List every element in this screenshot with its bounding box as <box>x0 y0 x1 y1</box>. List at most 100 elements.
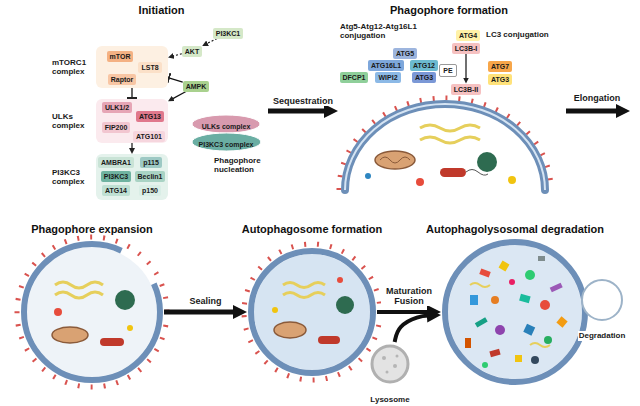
label-holder: Phagophore nucleation <box>214 156 280 174</box>
dot <box>396 355 399 358</box>
protein-name: PI3KC1 <box>213 28 244 39</box>
fragment <box>495 325 505 335</box>
process-label: Degradation <box>578 331 627 341</box>
protein-box: ATG14 <box>102 185 130 196</box>
protein-box: mTOR <box>107 51 134 62</box>
protein-name: AMPK <box>183 81 210 92</box>
fragment <box>470 283 490 287</box>
activation-arrow <box>206 39 217 45</box>
degradation-vesicle: Degradation <box>580 278 624 322</box>
fragment <box>550 283 563 293</box>
protein-box: p115 <box>140 157 162 168</box>
dot <box>508 176 516 184</box>
label-holder: Elongation <box>574 93 621 104</box>
protein-box: ATG3 <box>488 74 512 85</box>
fragment <box>479 268 490 277</box>
protein-name: mTOR <box>107 51 134 62</box>
protein-name: DFCP1 <box>340 72 369 83</box>
dot <box>365 173 371 179</box>
protein-name: Beclin1 <box>135 171 166 182</box>
protein-box: LST8 <box>138 62 161 73</box>
protein-box: AKT <box>182 46 202 57</box>
protein-box: WIPI2 <box>375 72 400 83</box>
fusion-arrow <box>395 315 431 342</box>
er-strand <box>420 137 480 143</box>
stage-panel: InitiationPI3KC1AKTmTORC1 complexmTORLST… <box>55 2 268 220</box>
er-strand <box>420 125 480 131</box>
bacterium <box>100 338 124 346</box>
fragment <box>515 355 522 362</box>
protein-box: FIP200 <box>102 122 131 133</box>
protein-name: AMBRA1 <box>98 157 134 168</box>
protein-name: ULK1/2 <box>102 102 132 113</box>
annotation-label: Phagophore nucleation <box>214 156 280 174</box>
complex-label: PI3KC3 complex <box>52 168 92 186</box>
fragment <box>519 294 530 303</box>
fragment <box>491 296 499 304</box>
dot <box>393 364 397 368</box>
annotation-label: Elongation <box>574 93 621 104</box>
vesicle <box>477 152 497 172</box>
bacterium <box>440 168 466 177</box>
circle-outline <box>445 242 585 382</box>
protein-name: ATG13 <box>136 111 164 122</box>
protein-name: ATG3 <box>488 74 512 85</box>
complex-label: mTORC1 complex <box>52 58 92 76</box>
edge-label-holder: Sealing <box>187 296 223 306</box>
protein-box: ATG16L1 <box>368 60 404 71</box>
edge-label: Maturation Fusion <box>381 286 437 306</box>
fragment <box>509 279 515 285</box>
lc3-spikes <box>17 237 167 387</box>
label-holder: LC3 conjugation <box>486 30 549 39</box>
fragment <box>544 336 552 344</box>
protein-name: ATG12 <box>410 60 438 71</box>
fragment <box>465 338 471 348</box>
outline <box>20 240 164 384</box>
fragment <box>540 300 550 310</box>
protein-box: LC3B-II <box>451 84 482 95</box>
stage-heading: Autophagolysosomal degradation <box>426 223 604 236</box>
circle-outline <box>582 280 622 320</box>
fragment <box>538 256 545 261</box>
fragment <box>531 356 539 364</box>
er-strand <box>283 293 325 298</box>
protein-box: ATG4 <box>456 30 480 41</box>
er-strand <box>55 292 103 298</box>
mitochondrion <box>375 151 415 169</box>
fragment <box>470 295 478 305</box>
protein-name: AKT <box>182 46 202 57</box>
protein-box: ATG12 <box>410 60 438 71</box>
activation-arrow <box>131 143 132 150</box>
er-strand <box>55 282 103 288</box>
conjugation-arrow <box>465 54 466 80</box>
mitochondrion <box>274 322 306 338</box>
protein-box: ATG5 <box>393 48 417 59</box>
mitochondrion <box>52 327 88 343</box>
vesicle-circle: Phagophore expansion <box>20 240 164 384</box>
fragment <box>523 324 535 336</box>
edge-label: Sequestration <box>271 96 335 106</box>
outline <box>441 238 589 386</box>
lc3-spikes <box>339 98 551 190</box>
process-arrow <box>164 310 237 315</box>
process-arrow <box>377 310 431 314</box>
organelle-label: Lysosome <box>369 395 410 405</box>
protein-box: p150 <box>139 185 161 196</box>
autophagosome-contents <box>244 244 380 380</box>
complex-blob: PI3KC3 complex <box>191 132 262 152</box>
protein-box: ATG101 <box>133 131 165 142</box>
fragment <box>530 343 550 347</box>
protein-complex: PI3KC3 complexAMBRA1p115PI3KC3Beclin1ATG… <box>96 154 168 200</box>
protein-box: DFCP1 <box>340 72 369 83</box>
fragment <box>499 261 510 272</box>
cell-fill <box>27 247 157 377</box>
protein-name: ATG7 <box>488 61 512 72</box>
activation-arrow <box>172 54 182 57</box>
protein-box: PI3KC3 <box>101 171 132 182</box>
cell-fill <box>448 245 582 379</box>
elongation-arrow <box>566 109 620 114</box>
vesicle-circle: Autophagosome formation <box>247 247 377 377</box>
protein-name: LC3B-I <box>452 43 481 54</box>
protein-name: PE <box>440 65 455 76</box>
